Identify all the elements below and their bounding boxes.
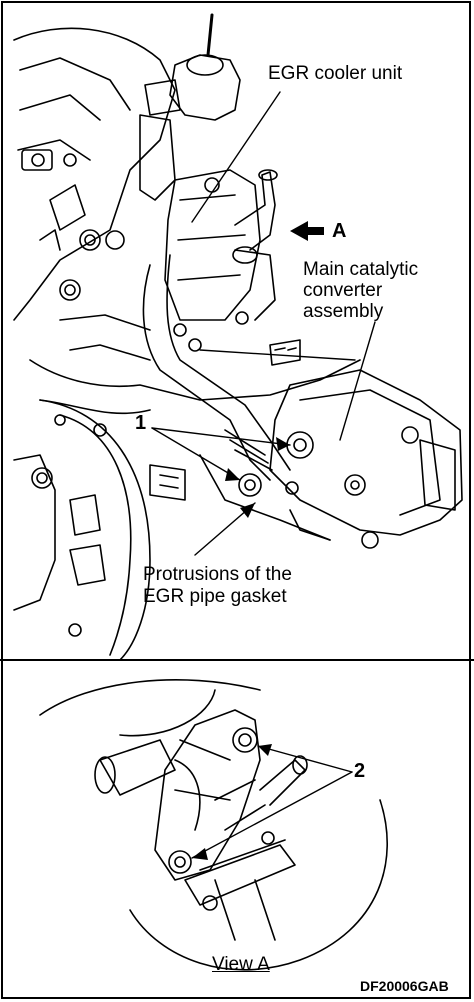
figure-code: DF20006GAB: [360, 978, 449, 994]
arrowhead: [258, 744, 272, 756]
arrowhead: [240, 503, 255, 518]
callout-1: 1: [135, 412, 147, 434]
coolant-pipe: [234, 171, 276, 251]
arrowhead: [225, 468, 240, 481]
upper-housing: [169, 54, 241, 121]
egr-pipe: [142, 264, 271, 481]
view-a-marker: A: [332, 220, 347, 242]
callout-2-leaders: [191, 745, 353, 859]
engine-illustration: [13, 13, 463, 660]
leader-lines: [151, 91, 376, 556]
catalytic-converter-label-line3: assembly: [303, 301, 384, 322]
protrusions-label-line1: Protrusions of the: [143, 564, 292, 585]
view-a-outline: [39, 679, 261, 716]
flywheel: [39, 399, 151, 660]
catalytic-converter-label-line1: Main catalytic: [303, 259, 419, 280]
catalytic-converter-label-line2: converter: [303, 280, 383, 301]
arrowhead: [276, 437, 290, 451]
arrowhead: [192, 848, 208, 860]
protrusions-label-line2: EGR pipe gasket: [143, 586, 287, 607]
egr-cooler-body: [164, 169, 261, 321]
egr-cooler-unit-label: EGR cooler unit: [268, 63, 403, 84]
view-direction-arrow: [290, 221, 324, 241]
view-a-caption: View A: [212, 954, 270, 975]
engine-block-detail: [17, 57, 131, 161]
callout-2: 2: [354, 760, 366, 782]
view-a-flange: [184, 844, 296, 906]
view-a-pipe: [214, 879, 276, 941]
panel-divider: [0, 659, 474, 661]
engine-block: [13, 27, 176, 321]
catalytic-converter: [269, 369, 463, 536]
